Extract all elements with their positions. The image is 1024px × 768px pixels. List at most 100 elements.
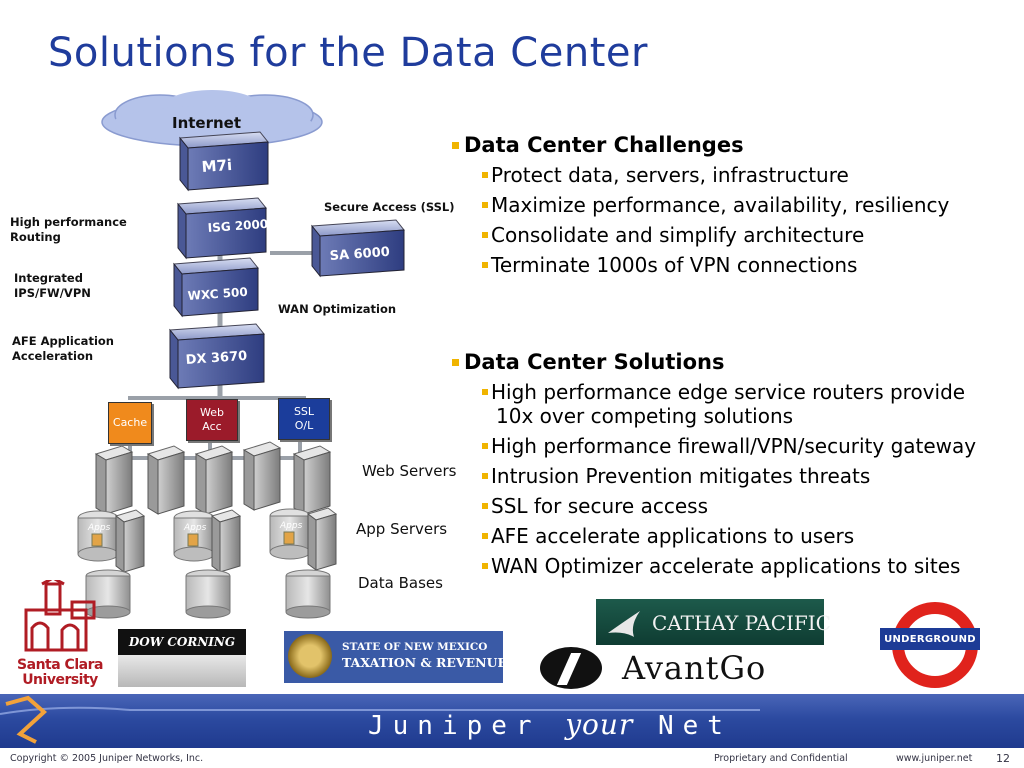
isg2000-firewall-icon: ISG 2000 [177,197,269,260]
avantgo-mark-icon [540,647,602,689]
solution-item-text: WAN Optimizer accelerate applications to… [491,554,961,578]
cache-label: Cache [112,416,148,429]
internet-cloud [101,90,323,147]
ips-label-line2: IPS/FW/VPN [14,286,91,300]
santa-clara-wordmark: Santa Clara University [12,658,108,688]
footer-band [0,694,1024,748]
footer-brand-tail: Net [657,711,732,741]
database-icon [185,569,231,619]
apps-label: Apps [87,523,111,533]
web-server-icon [94,445,134,515]
state-seal-icon [288,634,332,678]
footer-strip [0,748,1024,768]
routing-label-line1: High performance [10,215,127,229]
web-acc-label-line1: Web [200,406,224,419]
solution-item: High performance firewall/VPN/security g… [482,434,1024,458]
apps-label: Apps [279,521,303,531]
afe-label: AFE Application Acceleration [12,334,114,364]
santa-clara-logo: Santa Clara University [12,580,108,692]
ssl-ol-label-line1: SSL [293,405,315,418]
santa-clara-line1: Santa Clara [17,657,103,673]
solutions-heading: Data Center Solutions [452,350,1024,374]
network-diagram: M7i ISG 2000 SA 6000 WXC 500 DX 3670 [77,90,405,619]
wan-optimization-label: WAN Optimization [278,302,397,316]
app-server-group-icon: Apps [269,507,338,571]
afe-label-line1: AFE Application [12,334,114,348]
wxc500-label: WXC 500 [187,285,248,303]
slide-title: Solutions for the Data Center [48,30,648,76]
challenge-item: Terminate 1000s of VPN connections [482,253,1024,277]
avantgo-wordmark: AvantGo [622,649,767,687]
challenge-item-text: Protect data, servers, infrastructure [491,163,849,187]
ssl-ol-box: SSL O/L [278,398,330,440]
data-bases-label: Data Bases [358,574,443,592]
challenge-item: Protect data, servers, infrastructure [482,163,1024,187]
web-acc-label-line2: Acc [202,420,222,433]
solutions-heading-text: Data Center Solutions [464,350,725,374]
solutions-list: High performance edge service routers pr… [482,380,1024,578]
ips-label-line1: Integrated [14,271,83,285]
proprietary-text: Proprietary and Confidential [714,753,848,764]
page-number: 12 [996,752,1010,765]
santa-clara-line2: University [22,672,98,688]
footer-brand-text: Juniper [368,711,541,741]
dx3670-afe-icon: DX 3670 [169,323,265,390]
solution-item-text: SSL for secure access [491,494,708,518]
underground-logo: UNDERGROUND [878,600,982,688]
challenges-heading-text: Data Center Challenges [464,133,744,157]
routing-label-line2: Routing [10,230,61,244]
nm-taxation-logo: STATE OF NEW MEXICO TAXATION & REVENUE [284,631,507,683]
web-server-icon [146,445,186,515]
cache-box: Cache [108,402,152,444]
web-acc-box: Web Acc [186,399,238,441]
challenges-section: Data Center Challenges Protect data, ser… [452,133,1024,277]
cathay-wordmark: CATHAY PACIFIC [652,611,831,635]
challenges-list: Protect data, servers, infrastructure Ma… [482,163,1024,277]
dow-corning-wordmark: DOW CORNING [118,629,246,655]
challenge-item-text: Terminate 1000s of VPN connections [491,253,858,277]
solutions-section: Data Center Solutions High performance e… [452,350,1024,578]
app-servers-label: App Servers [356,520,448,538]
afe-label-line2: Acceleration [12,349,94,363]
sa6000-label: SA 6000 [329,245,390,264]
routing-label: High performance Routing [10,215,127,245]
solution-item: High performance edge service routers pr… [482,380,1024,428]
mission-building-icon [24,580,96,652]
solution-item-text: High performance firewall/VPN/security g… [491,434,977,458]
app-server-group-icon: Apps [77,509,146,573]
web-server-icon [194,445,234,515]
apps-label: Apps [183,523,207,533]
brushwing-icon [608,611,640,637]
challenge-item: Consolidate and simplify architecture [482,223,1024,247]
solution-item: AFE accelerate applications to users [482,524,1024,548]
dow-corning-logo: DOW CORNING [118,629,246,687]
solution-item: WAN Optimizer accelerate applications to… [482,554,1024,578]
internet-label: Internet [172,114,242,132]
underground-wordmark: UNDERGROUND [880,628,980,650]
nm-taxation-line2: TAXATION & REVENUE [342,655,508,670]
ips-label: Integrated IPS/FW/VPN [14,271,91,301]
copyright-text: Copyright © 2005 Juniper Networks, Inc. [10,753,204,764]
dx3670-label: DX 3670 [185,349,247,368]
solution-item-text: AFE accelerate applications to users [491,524,855,548]
app-server-group-icon: Apps [173,509,242,573]
m7i-label: M7i [201,156,233,176]
footer-url[interactable]: www.juniper.net [896,753,973,764]
solution-item-text: High performance edge service routers pr… [491,380,966,404]
isg2000-label: ISG 2000 [207,217,268,235]
challenge-item: Maximize performance, availability, resi… [482,193,1024,217]
ssl-ol-label-line2: O/L [294,419,314,432]
challenge-item-text: Maximize performance, availability, resi… [491,193,950,217]
database-icon [85,569,131,619]
m7i-router-icon: M7i [179,131,269,192]
secure-access-label: Secure Access (SSL) [324,200,455,214]
nm-taxation-line1: STATE OF NEW MEXICO [342,641,488,653]
solution-item: Intrusion Prevention mitigates threats [482,464,1024,488]
footer-brand-script: your [565,708,634,741]
web-servers-label: Web Servers [362,462,457,480]
solution-item-text: Intrusion Prevention mitigates threats [491,464,871,488]
wxc500-wan-icon: WXC 500 [173,257,259,318]
solution-item: SSL for secure access [482,494,1024,518]
cathay-pacific-logo: CATHAY PACIFIC [596,599,831,647]
sa6000-ssl-icon: SA 6000 [311,219,405,278]
